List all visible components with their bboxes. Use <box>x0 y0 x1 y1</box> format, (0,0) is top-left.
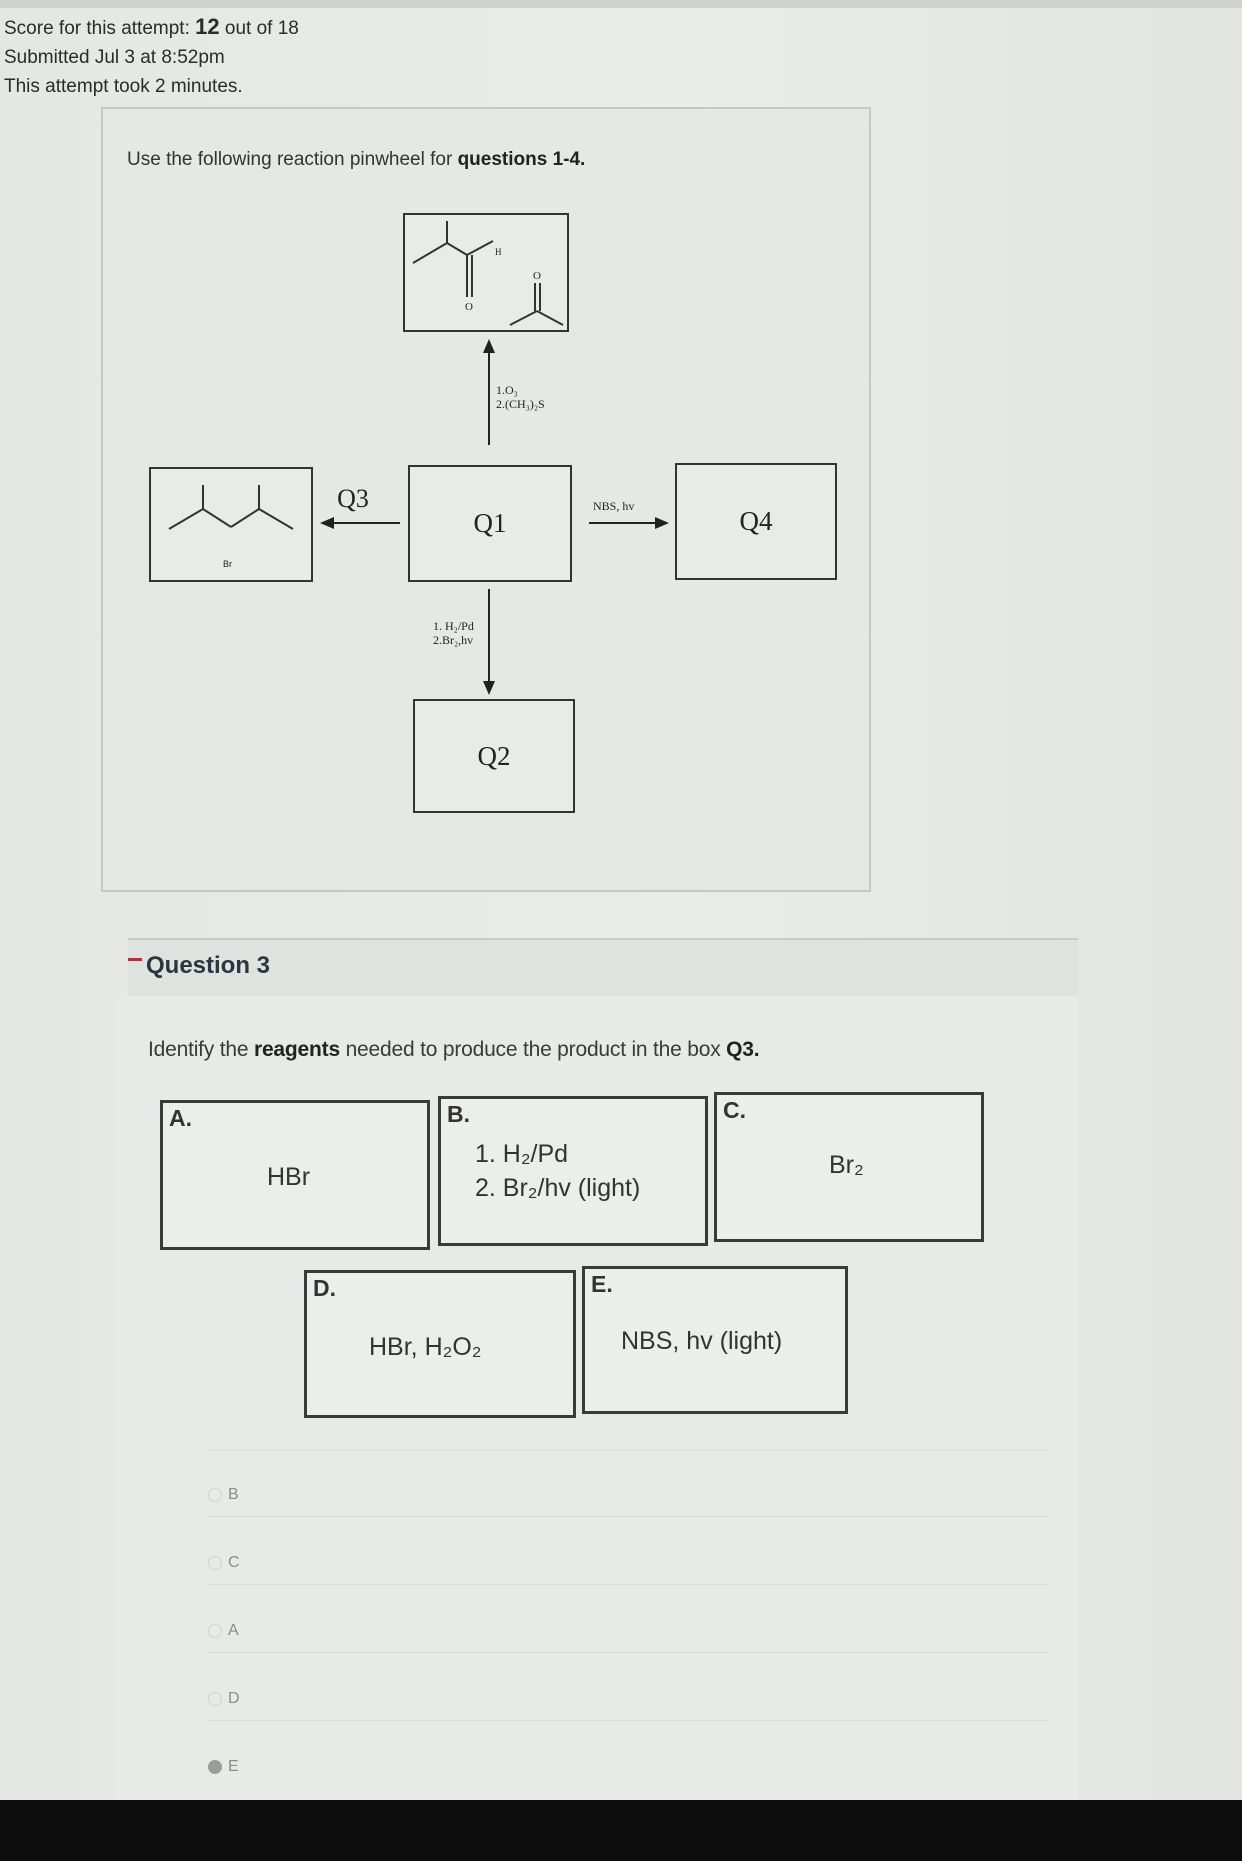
option-letter: C. <box>723 1097 746 1123</box>
option-b-card: B. 1. H₂/Pd 2. Br₂/hv (light) <box>438 1096 708 1246</box>
arrow-up <box>483 339 495 445</box>
option-e-card: E. NBS, hv (light) <box>582 1266 848 1414</box>
ozonolysis-product-structure: H O O <box>403 213 569 332</box>
divider <box>208 1720 1048 1721</box>
screen-bezel <box>0 1800 1242 1861</box>
option-text: 1. H₂/Pd 2. Br₂/hv (light) <box>475 1140 641 1202</box>
divider <box>208 1652 1048 1653</box>
aldehyde-h-label: H <box>495 247 502 257</box>
option-d-card: D. HBr, H₂O₂ <box>304 1270 576 1418</box>
option-c-card: C. Br₂ <box>714 1092 984 1242</box>
question-header: Question 3 <box>128 938 1078 1000</box>
choice-b-radio[interactable]: B <box>208 1486 248 1516</box>
q4-box: Q4 <box>675 463 837 580</box>
ozonolysis-reagents: 1.O₃ 2.(CH₃)₂S <box>496 383 545 411</box>
radio-icon <box>208 1623 222 1638</box>
arrow-left <box>320 517 400 529</box>
q2-box: Q2 <box>413 699 575 813</box>
option-letter: E. <box>591 1271 613 1297</box>
option-letter: D. <box>313 1275 336 1301</box>
radio-selected-icon <box>208 1759 222 1774</box>
question-accent <box>128 958 142 961</box>
pinwheel-card: Use the following reaction pinwheel for … <box>101 107 871 892</box>
score-label: Score for this attempt: <box>4 18 190 39</box>
choice-c-radio[interactable]: C <box>208 1554 248 1584</box>
option-text: NBS, hv (light) <box>621 1327 783 1355</box>
submitted-time: Submitted Jul 3 at 8:52pm <box>4 47 225 68</box>
option-letter: B. <box>447 1101 470 1127</box>
attempt-summary: Score for this attempt: 12 out of 18 Sub… <box>4 12 299 101</box>
choice-e-radio[interactable]: E <box>208 1758 248 1788</box>
choice-a-radio[interactable]: A <box>208 1622 248 1652</box>
divider <box>208 1516 1048 1517</box>
pinwheel-intro: Use the following reaction pinwheel for … <box>127 149 586 170</box>
choice-d-radio[interactable]: D <box>208 1690 248 1720</box>
q3-label: Q3 <box>337 484 369 513</box>
radio-icon <box>208 1691 222 1706</box>
radio-icon <box>208 1487 222 1502</box>
option-text: Br₂ <box>829 1151 864 1179</box>
bromine-label: Br <box>223 559 232 569</box>
arrow-right <box>589 517 669 529</box>
oxygen-label: O <box>465 301 473 313</box>
score-total: out of 18 <box>224 18 299 39</box>
score-value: 12 <box>195 14 220 39</box>
option-letter: A. <box>169 1105 192 1131</box>
divider <box>208 1450 1048 1451</box>
arrow-down <box>483 589 495 695</box>
option-text: HBr, H₂O₂ <box>369 1333 482 1361</box>
option-a-card: A. HBr <box>160 1100 430 1250</box>
question-prompt: Identify the reagents needed to produce … <box>148 1038 760 1061</box>
top-bar <box>0 0 1242 8</box>
question-body: Identify the reagents needed to produce … <box>116 996 1078 1811</box>
attempt-duration: This attempt took 2 minutes. <box>4 76 243 97</box>
q3-product-structure: Br <box>149 467 313 582</box>
question-title: Question 3 <box>146 952 271 979</box>
divider <box>208 1584 1048 1585</box>
nbs-reagents: NBS, hv <box>593 499 635 513</box>
oxygen-label: O <box>533 270 541 282</box>
score-line: Score for this attempt: 12 out of 18 <box>4 12 299 43</box>
q1-box: Q1 <box>408 465 572 582</box>
molecule-drawing: H O O <box>412 221 564 326</box>
option-text: HBr <box>267 1163 311 1191</box>
hydrogenation-bromination-reagents: 1. H₂/Pd 2.Br₂,hv <box>433 619 474 647</box>
molecule-drawing: Br <box>168 485 294 569</box>
radio-icon <box>208 1555 222 1570</box>
